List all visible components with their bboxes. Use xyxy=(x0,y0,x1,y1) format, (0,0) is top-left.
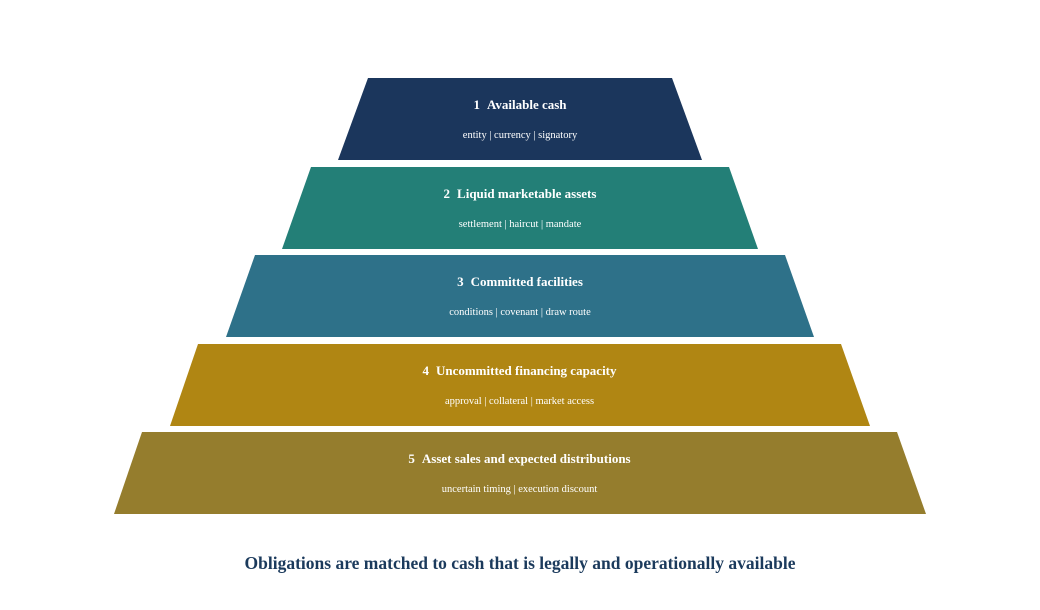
pyramid-tier-3: 3 Committed facilities conditions | covena… xyxy=(226,255,814,337)
tier-5-subtitle: uncertain timing | execution discount xyxy=(442,484,598,495)
tier-2-title: 2 Liquid marketable assets xyxy=(444,186,597,201)
tier-1-subtitle: entity | currency | signatory xyxy=(463,130,578,141)
tier-2-subtitle: settlement | haircut | mandate xyxy=(459,219,582,230)
tier-4-number: 4 xyxy=(422,363,429,378)
tier-3-shape xyxy=(226,255,814,337)
tier-4-label: Uncommitted financing capacity xyxy=(436,363,617,378)
tier-3-label: Committed facilities xyxy=(471,274,583,289)
pyramid-tier-2: 2 Liquid marketable assets settlement | ha… xyxy=(282,167,758,249)
tier-4-title: 4 Uncommitted financing capacity xyxy=(422,363,617,378)
tier-3-number: 3 xyxy=(457,274,464,289)
tier-5-title: 5 Asset sales and expected distributions xyxy=(408,451,630,466)
tier-5-shape xyxy=(114,432,926,514)
pyramid-tier-5: 5 Asset sales and expected distributions u… xyxy=(114,432,926,514)
pyramid-tier-1: 1 Available cash entity | currency | signa… xyxy=(338,78,702,160)
tier-1-label: Available cash xyxy=(487,97,567,112)
tier-4-subtitle: approval | collateral | market access xyxy=(445,396,594,407)
tier-5-number: 5 xyxy=(408,451,415,466)
tier-3-subtitle: conditions | covenant | draw route xyxy=(449,307,591,318)
tier-2-shape xyxy=(282,167,758,249)
tier-1-shape xyxy=(338,78,702,160)
pyramid-caption: Obligations are matched to cash that is … xyxy=(244,553,796,573)
tier-1-title: 1 Available cash xyxy=(473,97,567,112)
pyramid-tier-4: 4 Uncommitted financing capacity approval … xyxy=(170,344,870,426)
tier-2-number: 2 xyxy=(444,186,451,201)
tier-1-number: 1 xyxy=(473,97,480,112)
tier-3-title: 3 Committed facilities xyxy=(457,274,583,289)
tier-4-shape xyxy=(170,344,870,426)
tier-2-label: Liquid marketable assets xyxy=(457,186,596,201)
tier-5-label: Asset sales and expected distributions xyxy=(422,451,631,466)
